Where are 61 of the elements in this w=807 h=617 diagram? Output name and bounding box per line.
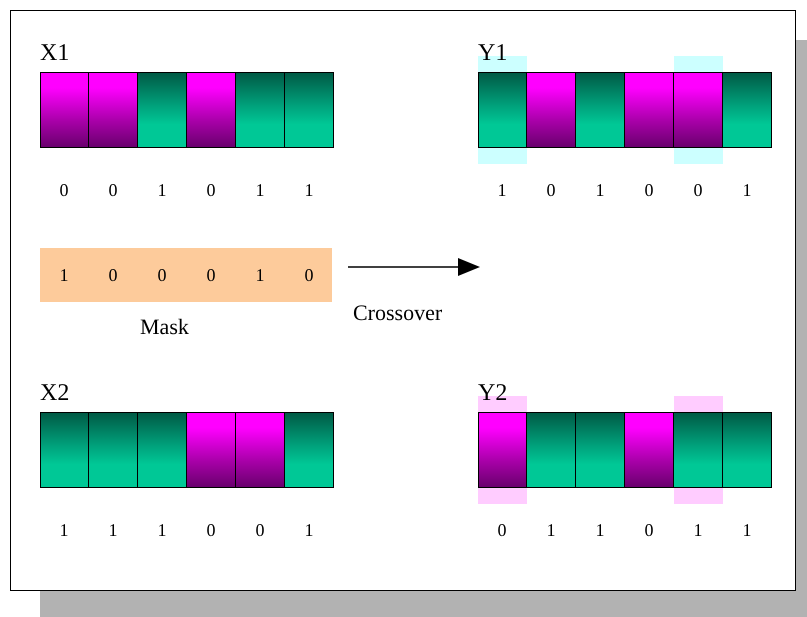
gene-cell: [672, 412, 723, 488]
gene-cell: [526, 412, 576, 488]
gene-cell: [186, 72, 236, 148]
gene-cell: [234, 412, 285, 488]
bit-value: 1: [304, 180, 314, 200]
chromosome-label: X2: [40, 380, 70, 406]
mask-bit: 1: [254, 265, 266, 285]
chromosome-label: Y1: [478, 40, 508, 66]
gene-cell: [722, 412, 772, 488]
bit-value: 1: [742, 180, 752, 200]
gene-cell: [672, 72, 723, 148]
bit-value: 1: [496, 180, 508, 200]
bit-value: 1: [156, 520, 168, 540]
mask-label: Mask: [140, 314, 189, 340]
bit-value: 0: [206, 520, 216, 540]
gene-cell: [478, 412, 527, 488]
bit-value: 1: [58, 520, 70, 540]
mask-bit: 1: [58, 265, 70, 285]
bit-value: 0: [254, 520, 266, 540]
gene-cell: [136, 412, 187, 488]
gene-cell: [722, 72, 772, 148]
operation-label: Crossover: [353, 300, 442, 326]
bit-value: 1: [594, 180, 606, 200]
bit-value: 1: [304, 520, 314, 540]
gene-cell: [234, 72, 285, 148]
gene-cell: [478, 72, 527, 148]
bit-value: 1: [692, 520, 704, 540]
gene-cell: [186, 412, 236, 488]
gene-cell: [574, 412, 625, 488]
gene-cell: [136, 72, 187, 148]
gene-cell: [40, 412, 89, 488]
bit-value: 0: [644, 520, 654, 540]
gene-cell: [284, 72, 334, 148]
gene-cell: [624, 412, 674, 488]
gene-cell: [40, 72, 89, 148]
bit-value: 0: [496, 520, 508, 540]
mask-bar: [40, 248, 332, 302]
mask-bit: 0: [206, 265, 216, 285]
bit-value: 1: [254, 180, 266, 200]
bit-value: 0: [546, 180, 556, 200]
gene-cell: [526, 72, 576, 148]
bit-value: 0: [108, 180, 118, 200]
bit-value: 0: [644, 180, 654, 200]
gene-cell: [88, 412, 138, 488]
bit-value: 1: [546, 520, 556, 540]
bit-value: 1: [156, 180, 168, 200]
gene-cell: [284, 412, 334, 488]
bit-value: 0: [58, 180, 70, 200]
chromosome-label: Y2: [478, 380, 508, 406]
gene-cell: [574, 72, 625, 148]
bit-value: 1: [108, 520, 118, 540]
chromosome-label: X1: [40, 40, 70, 66]
mask-bit: 0: [156, 265, 168, 285]
bit-value: 1: [742, 520, 752, 540]
bit-value: 0: [692, 180, 704, 200]
bit-value: 0: [206, 180, 216, 200]
bit-value: 1: [594, 520, 606, 540]
gene-cell: [88, 72, 138, 148]
mask-bit: 0: [108, 265, 118, 285]
mask-bit: 0: [304, 265, 314, 285]
gene-cell: [624, 72, 674, 148]
